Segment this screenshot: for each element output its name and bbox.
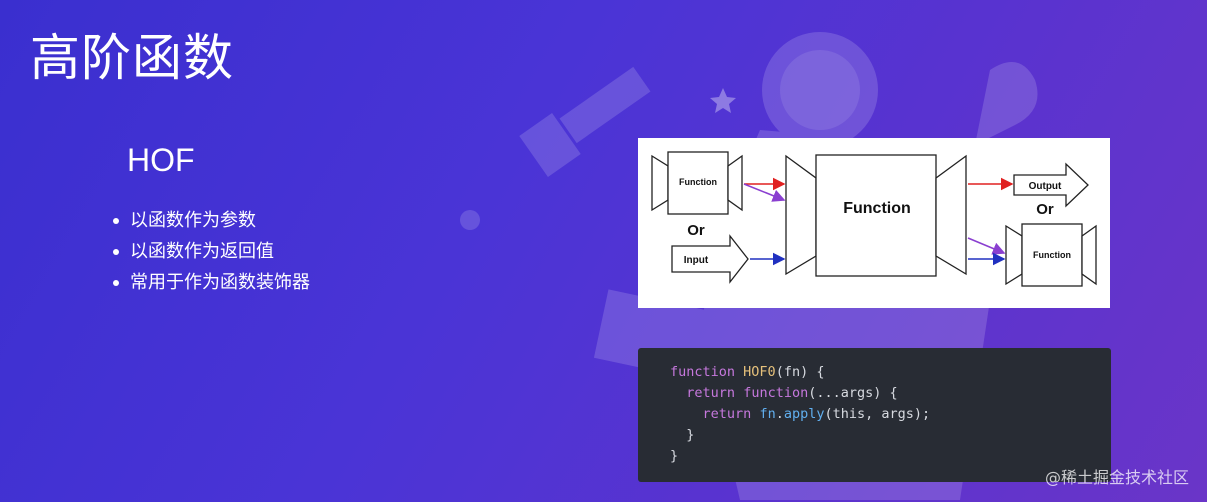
slide-subtitle: HOF: [127, 142, 195, 178]
code-indent: [670, 385, 686, 401]
bullet-item: 常用于作为函数装饰器: [110, 267, 310, 298]
or-left-label: Or: [687, 222, 705, 239]
code-call: fn: [759, 406, 776, 422]
arrow-purple-left: [743, 183, 786, 202]
arrow-purple-right: [967, 237, 1006, 255]
code-text: function HOF0(fn) { return function(...a…: [670, 362, 930, 467]
code-block: function HOF0(fn) { return function(...a…: [638, 348, 1111, 482]
function-box-right-funnel-in: [1005, 224, 1023, 286]
code-indent: [670, 406, 703, 422]
function-box-right: [1021, 223, 1083, 287]
function-small-right-label: Function: [1033, 250, 1071, 260]
input-label: Input: [684, 255, 709, 266]
output-arrow-shape: [1013, 162, 1089, 208]
code-function-name: HOF0: [743, 364, 776, 380]
code-text-segment: (fn) {: [775, 364, 825, 380]
function-box-left-funnel-in: [651, 154, 669, 212]
function-small-left-label: Function: [679, 177, 717, 187]
code-call: apply: [783, 406, 825, 422]
code-keyword: return: [686, 385, 736, 401]
bullet-item: 以函数作为参数: [110, 205, 310, 236]
bullet-list: 以函数作为参数 以函数作为返回值 常用于作为函数装饰器: [110, 205, 310, 298]
or-right-label: Or: [1036, 201, 1054, 218]
code-keyword: function: [670, 364, 736, 380]
function-box-left: [667, 151, 729, 215]
code-keyword: return: [702, 406, 752, 422]
code-text-segment: (this, args);: [824, 406, 931, 422]
watermark: @稀土掘金技术社区: [1044, 468, 1189, 487]
hof-diagram-svg: Function Or Input Function Output Or Fun…: [651, 151, 1097, 287]
function-box-left-funnel-out: [727, 154, 743, 212]
code-text-segment: }: [670, 427, 695, 443]
center-funnel-out: [935, 154, 967, 276]
code-text-segment: (...args) {: [808, 385, 898, 401]
code-keyword: function: [743, 385, 809, 401]
function-box-center: [815, 154, 937, 277]
code-text-segment: }: [670, 448, 679, 464]
center-funnel-in: [785, 154, 817, 276]
hof-diagram: Function Or Input Function Output Or Fun…: [638, 138, 1110, 308]
function-center-label: Function: [843, 200, 911, 217]
output-label: Output: [1029, 181, 1062, 192]
function-box-right-funnel-out: [1081, 224, 1097, 286]
bullet-item: 以函数作为返回值: [110, 236, 310, 267]
code-text-segment: .: [775, 406, 784, 422]
slide-title: 高阶函数: [30, 29, 234, 87]
input-arrow-shape: [671, 234, 749, 284]
